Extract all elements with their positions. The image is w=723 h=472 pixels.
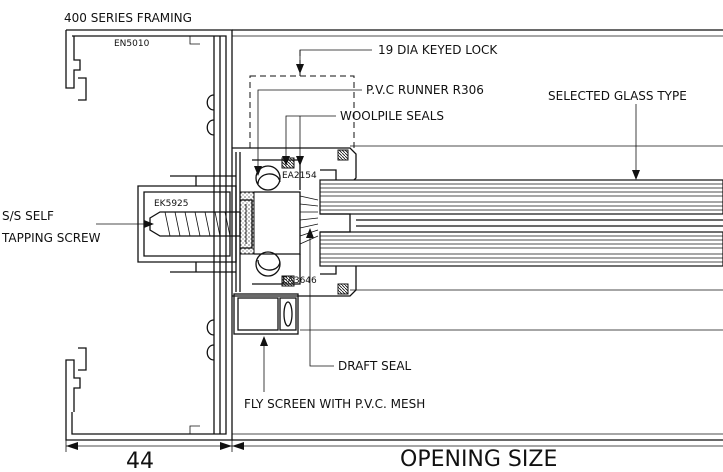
framing-label: 400 SERIES FRAMING xyxy=(64,11,192,25)
profile-top-code-label: EA2154 xyxy=(282,171,317,181)
dimension-width-label: 44 xyxy=(126,449,154,472)
fly-screen xyxy=(233,293,299,335)
screw-housing-profile xyxy=(137,175,237,273)
fly-screen-label: FLY SCREEN WITH P.V.C. MESH xyxy=(244,397,425,411)
leader-lines xyxy=(96,49,640,392)
frame-lines xyxy=(232,29,723,441)
profile-bottom-code-label: EA3646 xyxy=(282,276,317,286)
framing-code-label: EN5010 xyxy=(114,39,150,49)
tapping-screw xyxy=(149,199,253,249)
glass-pane xyxy=(319,179,723,267)
screw-label-line2: TAPPING SCREW xyxy=(1,231,101,245)
runner-label: P.V.C RUNNER R306 xyxy=(366,83,484,97)
woolpile-seals xyxy=(281,149,349,295)
screw-label-line1: S/S SELF xyxy=(2,209,54,223)
draft-seal-label: DRAFT SEAL xyxy=(338,359,412,373)
dimension-lines xyxy=(65,440,723,452)
lock-label: 19 DIA KEYED LOCK xyxy=(378,43,498,57)
dimension-opening-label: OPENING SIZE xyxy=(400,447,557,472)
woolpile-label: WOOLPILE SEALS xyxy=(340,109,444,123)
glass-label: SELECTED GLASS TYPE xyxy=(548,89,687,103)
profile-screw-code-label: EK5925 xyxy=(154,199,189,209)
